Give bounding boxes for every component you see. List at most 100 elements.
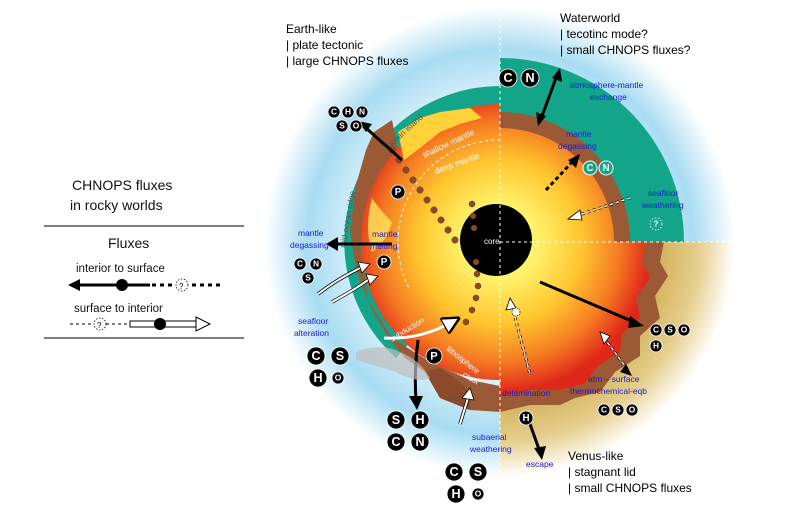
element-badge-s: S	[301, 271, 315, 285]
element-badge-letter: N	[359, 107, 365, 117]
venus-mantle	[500, 242, 650, 396]
svg-text:| small CHNOPS fluxes?: | small CHNOPS fluxes?	[560, 43, 691, 57]
svg-text:weathering: weathering	[469, 444, 512, 454]
element-badge-letter: S	[667, 325, 673, 335]
svg-text:seafloor: seafloor	[298, 316, 328, 326]
element-badge-letter: N	[415, 435, 424, 449]
element-badge-c: C	[649, 323, 663, 337]
element-badge-h: H	[649, 339, 663, 353]
svg-text:weathering: weathering	[641, 200, 684, 210]
element-badge-letter: C	[586, 163, 593, 174]
svg-text:degassing: degassing	[558, 141, 597, 151]
svg-text:subaerial: subaerial	[472, 432, 507, 442]
element-badge-c: C	[597, 403, 611, 417]
legend-question-badge-1	[175, 278, 189, 292]
label-arc: arc	[447, 391, 460, 403]
arc-cloud	[356, 347, 430, 380]
svg-text:in rocky worlds: in rocky worlds	[70, 197, 163, 213]
waterworld-mantle	[500, 128, 614, 242]
element-badge-letter: C	[297, 259, 303, 269]
core-label: core	[484, 237, 500, 246]
ridge-upwelling	[368, 198, 392, 252]
element-badge-letter: N	[313, 259, 319, 269]
element-badge-o: O	[331, 371, 345, 385]
earth-like-header: Earth-like | plate tectonic | large CHNO…	[286, 22, 409, 68]
element-badge-n: N	[309, 257, 323, 271]
element-badge-letter: H	[522, 413, 529, 424]
element-badge-letter: P	[430, 350, 438, 362]
svg-text:| plate tectonic: | plate tectonic	[286, 38, 363, 52]
element-badge-letter: ?	[653, 219, 658, 229]
element-badge-letter: O	[353, 121, 360, 131]
element-badge-letter: O	[681, 325, 688, 335]
element-badge-n: N	[410, 432, 430, 452]
svg-text:escape: escape	[526, 459, 554, 469]
deep-mantle-boundary	[397, 139, 501, 291]
svg-text:mantle: mantle	[298, 228, 324, 238]
svg-text:interior to surface: interior to surface	[76, 263, 165, 275]
svg-text:atm – surface: atm – surface	[588, 374, 640, 384]
element-badge-c: C	[582, 160, 598, 176]
element-badge-s: S	[468, 462, 488, 482]
element-badge-o: O	[471, 487, 485, 501]
element-badge-p: P	[390, 184, 406, 200]
element-badge-p: P	[376, 254, 392, 270]
element-badge-h: H	[308, 368, 328, 388]
element-badge-letter: O	[475, 489, 482, 499]
element-badge-letter: C	[391, 435, 400, 449]
element-badge-o: O	[625, 403, 639, 417]
element-badge-letter: C	[331, 107, 337, 117]
svg-text:degassing: degassing	[290, 240, 329, 250]
element-badge-s: S	[386, 410, 406, 430]
svg-text:mantle: mantle	[372, 229, 398, 239]
element-badge-letter: N	[602, 163, 609, 174]
element-badge-c: C	[293, 257, 307, 271]
element-badge-letter: H	[653, 341, 659, 351]
element-badge-letter: C	[601, 405, 607, 415]
legend: CHNOPS fluxes in rocky worlds Fluxes int…	[44, 177, 244, 339]
shallow-mantle-band	[398, 108, 482, 160]
element-badge-h: H	[410, 410, 430, 430]
element-badge-letter: S	[336, 349, 344, 363]
element-badge-letter: C	[653, 325, 659, 335]
svg-text:atmosphere-mantle: atmosphere-mantle	[570, 80, 644, 90]
element-badge-letter: O	[629, 405, 636, 415]
element-badge-q: ?	[649, 217, 663, 231]
element-badge-letter: H	[415, 413, 424, 427]
core	[460, 204, 532, 276]
element-badge-letter: S	[305, 273, 311, 283]
legend-question-badge-2	[93, 317, 107, 331]
element-badge-letter: S	[615, 405, 621, 415]
element-badge-letter: H	[451, 487, 460, 501]
element-badge-letter: C	[503, 71, 512, 85]
svg-text:Venus-like: Venus-like	[568, 449, 624, 463]
element-badge-letter: P	[395, 187, 402, 198]
process-labels: atmosphere-mantle exchange mantle degass…	[290, 80, 684, 469]
subduction-arrow	[383, 322, 452, 340]
element-badge-letter: S	[392, 413, 400, 427]
element-badge-o: O	[677, 323, 691, 337]
element-badge-c: C	[327, 105, 341, 119]
svg-text:| tecotinc mode?: | tecotinc mode?	[560, 27, 648, 41]
svg-text:surface to interior: surface to interior	[74, 303, 163, 315]
element-badge-n: N	[355, 105, 369, 119]
svg-text:delamination: delamination	[502, 388, 550, 398]
svg-text:?: ?	[97, 321, 102, 330]
earth-mantle	[361, 103, 500, 338]
element-badge-s: S	[330, 346, 350, 366]
arc-volcano	[425, 368, 472, 410]
element-badge-letter: H	[345, 107, 351, 117]
element-badge-letter: C	[449, 465, 458, 479]
element-badge-letter: S	[474, 465, 482, 479]
element-badge-letter: P	[381, 257, 388, 268]
svg-text:mantle: mantle	[566, 129, 592, 139]
svg-text:melting: melting	[370, 241, 398, 251]
element-badge-n: N	[520, 68, 540, 88]
svg-text:exchange: exchange	[590, 92, 627, 102]
element-badge-s: S	[611, 403, 625, 417]
svg-text:Earth-like: Earth-like	[286, 22, 337, 36]
element-badge-s: S	[663, 323, 677, 337]
venus-like-header: Venus-like | stagnant lid | small CHNOPS…	[568, 449, 692, 495]
